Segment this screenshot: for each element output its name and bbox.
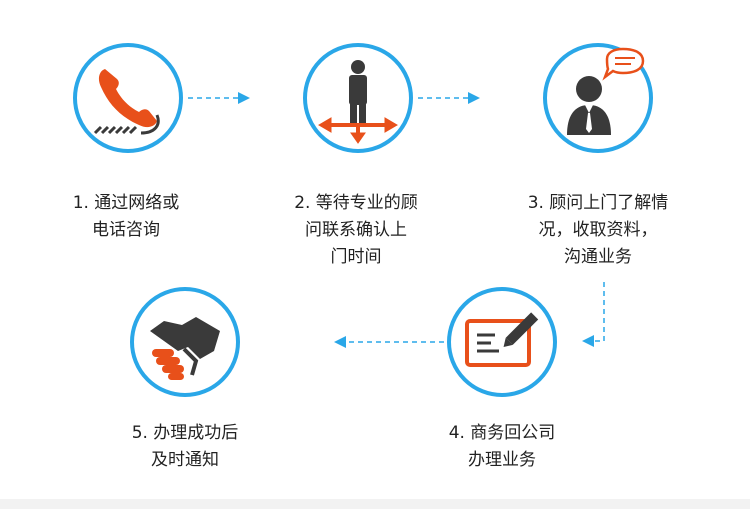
connector-3-4 — [594, 282, 605, 342]
step-4-circle — [447, 287, 557, 397]
phone-icon — [93, 69, 160, 135]
step-1-label: 1. 通过网络或 电话咨询 — [72, 193, 180, 240]
handshake-icon — [150, 317, 220, 380]
step-5-label: 5. 办理成功后 及时通知 — [131, 423, 239, 470]
step-3-label: 3. 顾问上门了解情 况，收取资料， 沟通业务 — [527, 193, 669, 267]
document-pen-icon — [465, 312, 539, 367]
step-5-circle — [130, 287, 240, 397]
arrow-head-3-4 — [582, 335, 594, 347]
consultant-speech-icon — [567, 47, 645, 135]
step-1-circle — [73, 43, 183, 153]
arrow-head-1-2 — [238, 92, 250, 104]
waiting-person-icon — [318, 60, 398, 144]
step-2-label: 2. 等待专业的顾 问联系确认上 门时间 — [294, 193, 418, 267]
arrow-head-4-5 — [334, 336, 346, 348]
step-4-label: 4. 商务回公司 办理业务 — [448, 423, 556, 470]
arrow-head-2-3 — [468, 92, 480, 104]
bottom-divider — [0, 499, 750, 509]
step-3-circle — [543, 43, 653, 153]
step-2-circle — [303, 43, 413, 153]
